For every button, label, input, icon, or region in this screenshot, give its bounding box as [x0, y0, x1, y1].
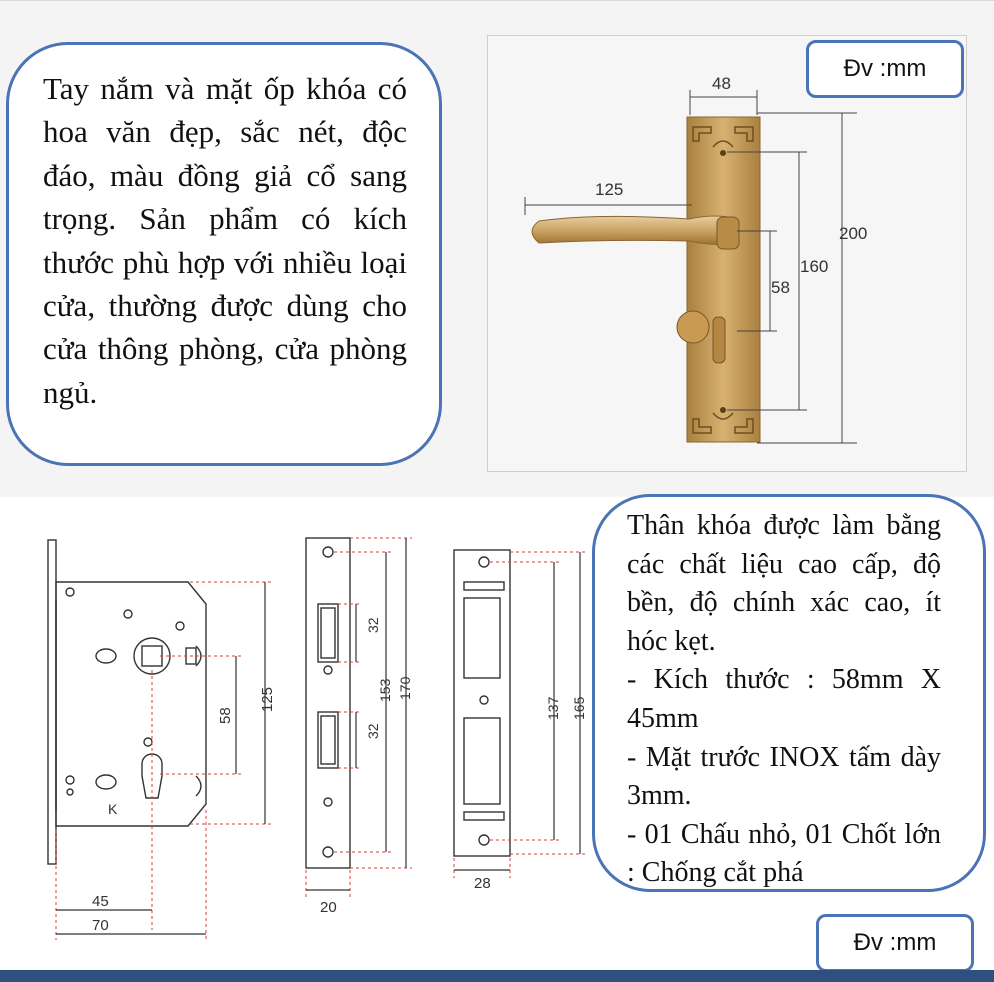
unit-label-bottom-text: Đv :mm [853, 929, 937, 956]
dim-48: 48 [712, 74, 731, 93]
unit-label-top: Đv :mm [806, 40, 964, 98]
dim-70: 70 [92, 917, 109, 934]
strike-latch-opening [463, 597, 501, 679]
strike-plate-outline [453, 549, 511, 857]
unit-label-bottom: Đv :mm [816, 914, 974, 972]
dim-125-lever: 125 [595, 180, 623, 199]
dim-32-latch: 32 [365, 617, 381, 633]
faceplate-diagram: 170 153 32 32 20 [305, 537, 413, 916]
spindle-hub [133, 637, 171, 675]
thumb-turn [676, 310, 710, 344]
bottom-border-bar [0, 970, 994, 982]
handle-rose [716, 216, 740, 250]
strike-bolt-opening [463, 717, 501, 805]
cylinder-hole [141, 753, 163, 799]
dim-137: 137 [545, 696, 561, 720]
faceplate-outline [305, 537, 351, 869]
dim-58-handle: 58 [771, 278, 790, 297]
bolt-opening [317, 711, 339, 769]
svg-text:K: K [108, 801, 118, 817]
lock-body-bolts-text: - 01 Chấu nhỏ, 01 Chốt lớn : Chống cắt p… [627, 818, 941, 889]
lock-faceplate-side [47, 539, 57, 865]
dim-58-body: 58 [217, 707, 234, 724]
latch-opening [317, 603, 339, 663]
dim-160: 160 [800, 257, 828, 276]
dim-125-body: 125 [259, 687, 276, 712]
lock-body-size-text: - Kích thước : 58mm X 45mm [627, 664, 941, 734]
handle-description-text: Tay nắm và mặt ốp khóa có hoa văn đẹp, s… [43, 71, 407, 410]
ornament-bottom [692, 412, 754, 434]
unit-label-top-text: Đv :mm [843, 55, 927, 82]
dim-165: 165 [571, 696, 587, 720]
lock-case-outline [55, 581, 207, 827]
dim-200: 200 [839, 224, 867, 243]
lock-body-plate-text: - Mặt trước INOX tấm dày 3mm. [627, 741, 941, 812]
handle-backplate [686, 116, 761, 443]
strike-plate-diagram: 165 137 28 [453, 549, 588, 892]
handle-description-callout: Tay nắm và mặt ốp khóa có hoa văn đẹp, s… [6, 42, 442, 466]
dim-153: 153 [377, 678, 393, 702]
screw-hole-top [720, 150, 726, 156]
lock-body-intro-text: Thân khóa được làm bằng các chất liệu ca… [627, 510, 941, 657]
lock-body-description-callout: Thân khóa được làm bằng các chất liệu ca… [592, 494, 986, 892]
thumb-turn-knob [712, 316, 726, 364]
screw-hole-bottom [720, 407, 726, 413]
dim-20: 20 [320, 899, 337, 916]
dim-28: 28 [474, 875, 491, 892]
lock-body-diagram: K 125 58 45 70 [47, 539, 276, 940]
handle-diagram: 48 125 200 160 58 [524, 74, 867, 444]
dim-170: 170 [397, 676, 413, 700]
dim-32-bolt: 32 [365, 723, 381, 739]
dim-45: 45 [92, 893, 109, 910]
handle-lever [531, 215, 738, 246]
ornament-top [692, 126, 754, 148]
